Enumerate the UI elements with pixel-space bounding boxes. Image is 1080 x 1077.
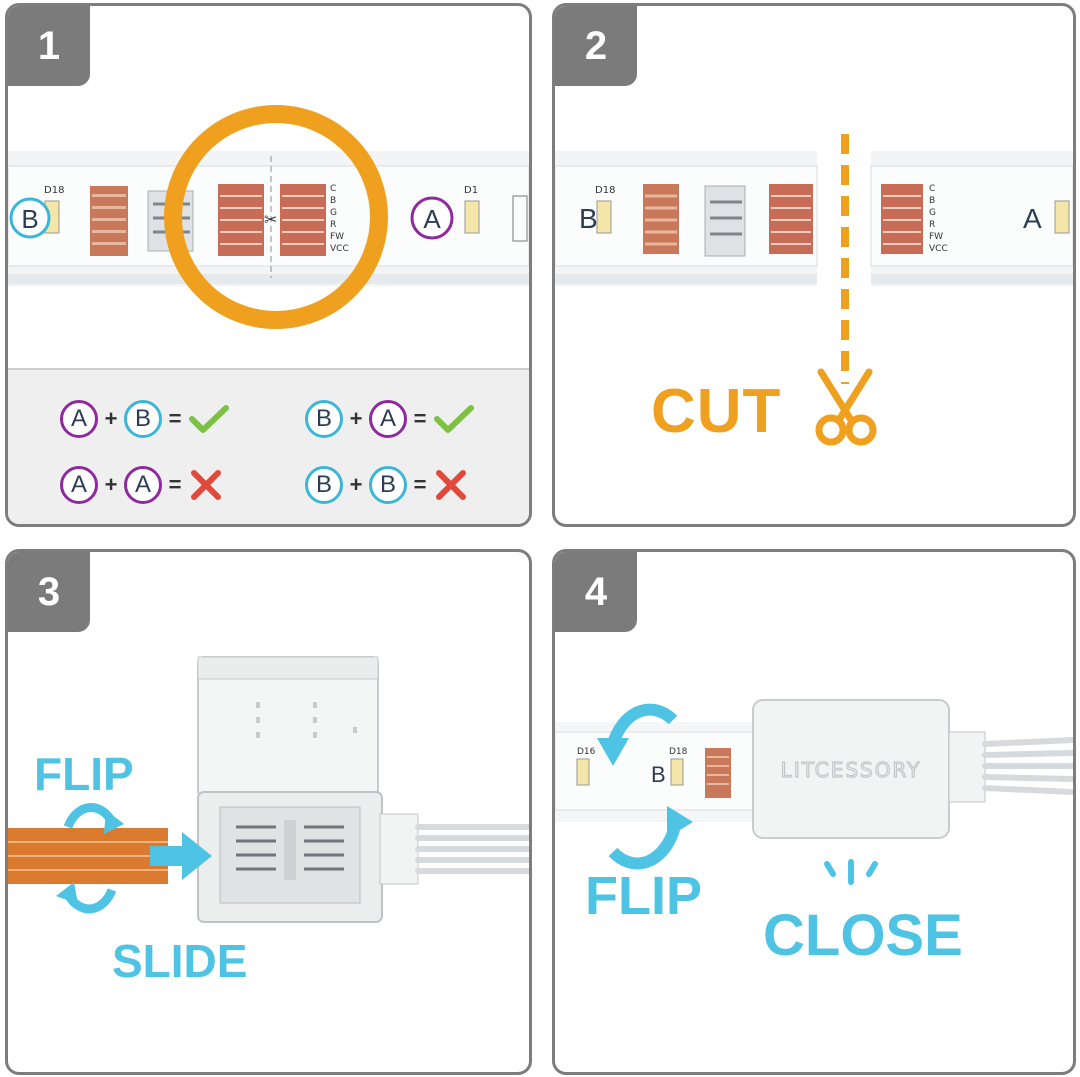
svg-text:B: B — [330, 196, 336, 206]
connector-insert-scene — [8, 656, 529, 923]
step-number: 4 — [555, 552, 637, 632]
cut-point-highlight-ring — [164, 105, 388, 329]
svg-text:FW: FW — [330, 232, 344, 242]
brand-logo: LITCESSORY — [781, 758, 922, 782]
chip-label-right: D1 — [464, 185, 478, 196]
side-a-marker: A — [1023, 203, 1042, 234]
step-number: 2 — [555, 6, 637, 86]
side-a-marker — [410, 196, 454, 240]
flip-label: FLIP — [585, 866, 702, 926]
slide-arrow-icon — [150, 832, 212, 880]
svg-text:B: B — [929, 196, 935, 206]
check-icon — [189, 405, 229, 433]
connector-close-scene: D16 D18 B LITCESSORY — [555, 699, 1073, 885]
pad-labels: C B G R FW VCC — [929, 184, 948, 254]
cross-icon — [436, 470, 466, 500]
rule-a-plus-a: A + A = — [60, 466, 224, 504]
side-b-marker — [9, 197, 51, 239]
rule-a-plus-b: A + B = — [60, 400, 230, 438]
svg-text:FW: FW — [929, 232, 943, 242]
svg-text:B: B — [21, 204, 38, 234]
polarity-rules: A + B = B + A = A + A = B + B = — [8, 368, 529, 524]
side-b-marker: B — [579, 203, 598, 234]
led-strip-closeup: D18 ✂ — [8, 105, 529, 329]
svg-text:VCC: VCC — [929, 244, 948, 254]
copper-pads-left — [90, 186, 128, 256]
cut-strip-scene: B D18 C B G R FW — [555, 134, 1073, 446]
step-4-panel: 4 D16 D18 B LITCESSORY — [552, 549, 1076, 1075]
svg-text:D16: D16 — [577, 747, 596, 757]
scissors-icon — [815, 368, 877, 446]
svg-text:G: G — [929, 208, 936, 218]
svg-text:D18: D18 — [595, 185, 615, 196]
step-2-panel: 2 B D18 — [552, 3, 1076, 527]
rule-b-plus-b: B + B = — [305, 466, 469, 504]
step-number: 1 — [8, 6, 90, 86]
close-press-icon — [824, 859, 878, 885]
check-icon — [434, 405, 474, 433]
svg-text:D18: D18 — [669, 747, 688, 757]
cut-label: CUT — [651, 377, 782, 446]
pad-labels: C B G R FW VCC — [330, 184, 349, 254]
svg-text:C: C — [330, 184, 336, 194]
step-1-panel: 1 D18 — [5, 3, 532, 527]
rule-b-plus-a: B + A = — [305, 400, 475, 438]
cut-point-pads: ✂ — [218, 156, 326, 278]
slide-label: SLIDE — [112, 935, 248, 987]
cross-icon — [191, 470, 221, 500]
svg-text:✂: ✂ — [264, 210, 277, 229]
svg-text:A: A — [423, 204, 441, 234]
step-number: 3 — [8, 552, 90, 632]
svg-text:VCC: VCC — [330, 244, 349, 254]
svg-text:C: C — [929, 184, 935, 194]
side-b-marker: B — [651, 762, 666, 787]
flip-label: FLIP — [34, 748, 134, 800]
svg-text:G: G — [330, 208, 337, 218]
svg-text:R: R — [929, 220, 935, 230]
step-3-panel: 3 — [5, 549, 532, 1075]
close-label: CLOSE — [763, 903, 963, 968]
svg-text:R: R — [330, 220, 336, 230]
chip-label-left: D18 — [44, 185, 64, 196]
